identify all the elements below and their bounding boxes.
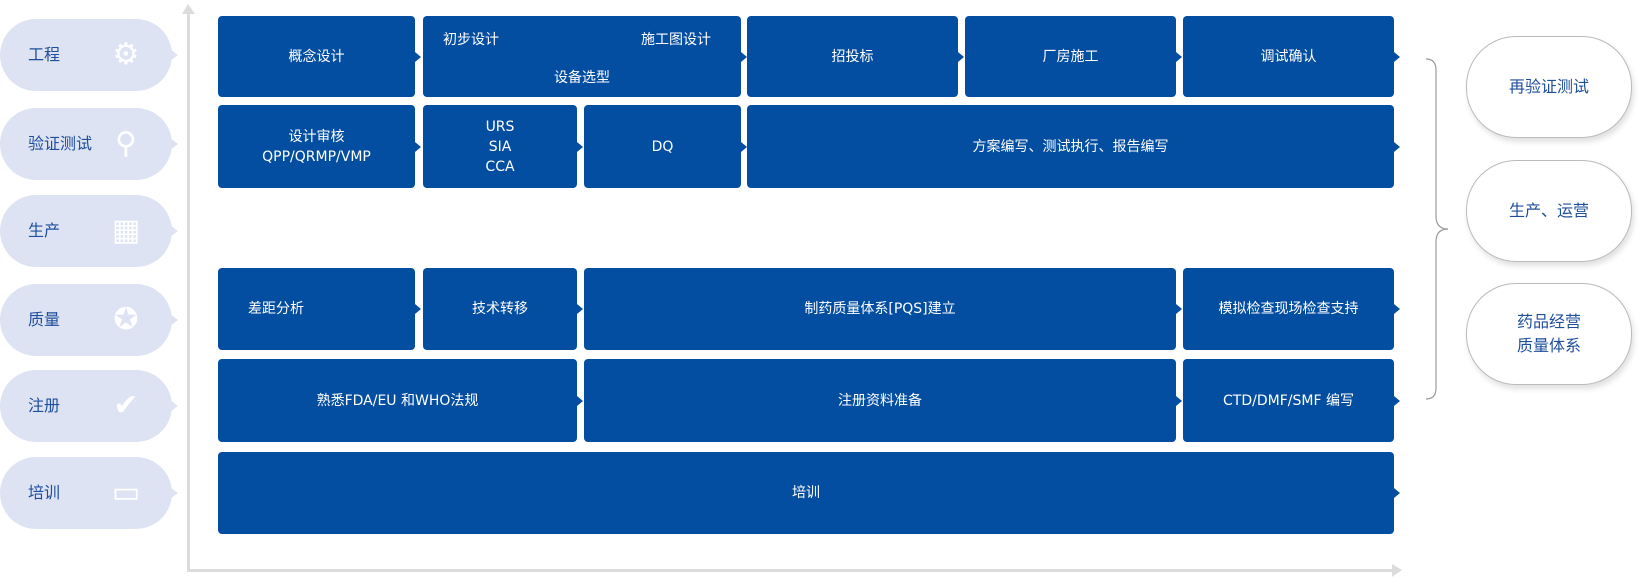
box-commissioning: 调试确认 (1183, 16, 1400, 97)
box-dq: DQ (584, 105, 747, 188)
box-regulations: 熟悉FDA/EU 和WHO法规 (218, 359, 583, 442)
box-gap-analysis: 差距分析 (218, 268, 421, 350)
category-label: 质量 (28, 310, 61, 329)
box-label: 调试确认 (1260, 48, 1317, 65)
box-plant-construction: 厂房施工 (965, 16, 1182, 97)
box-design-review: 设计审核 QPP/QRMP/VMP (218, 105, 421, 188)
box-label: 设备选型 (554, 70, 610, 86)
box-label: CTD/DMF/SMF 编写 (1223, 392, 1354, 409)
category-production: 生产 ▦ (0, 195, 178, 267)
category-engineering: 工程 ⚙ (0, 19, 178, 91)
outcome-operations: 生产、运营 (1466, 160, 1632, 262)
box-label: 技术转移 (472, 301, 528, 317)
box-label: QPP/QRMP/VMP (262, 148, 371, 165)
box-label: 初步设计 (443, 32, 499, 48)
box-label: DQ (651, 138, 674, 155)
box-label: SIA (488, 138, 512, 155)
category-validation: 验证测试 ⚲ (0, 108, 178, 180)
presentation-icon: ▭ (111, 475, 141, 510)
box-label: 差距分析 (248, 301, 304, 317)
box-label: URS (485, 118, 515, 135)
box-training: 培训 (218, 452, 1400, 534)
box-label: 招投标 (831, 48, 874, 65)
outcome-label: 药品经营 (1516, 312, 1581, 331)
box-label: 设计审核 (288, 128, 345, 145)
category-label: 培训 (28, 483, 61, 502)
outcome-qms: 药品经营质量体系 (1466, 283, 1632, 385)
box-label: 培训 (792, 485, 820, 501)
category-quality: 质量 ✪ (0, 284, 178, 356)
box-label: 方案编写、测试执行、报告编写 (972, 138, 1169, 155)
box-pqs: 制药质量体系[PQS]建立 (584, 268, 1182, 350)
outcome-label: 质量体系 (1516, 336, 1581, 355)
outcome-revalidation: 再验证测试 (1466, 36, 1632, 138)
category-label: 验证测试 (28, 134, 93, 153)
award-badge-icon: ✪ (113, 302, 139, 337)
box-label: 模拟检查现场检查支持 (1218, 301, 1359, 317)
box-label: CCA (485, 158, 515, 175)
factory-icon: ▦ (111, 213, 141, 248)
outcome-label: 生产、运营 (1508, 201, 1589, 220)
category-label: 生产 (28, 221, 61, 240)
category-label: 注册 (28, 396, 61, 415)
box-urs-sia-cca: URS SIA CCA (423, 105, 583, 188)
category-training: 培训 ▭ (0, 457, 178, 529)
vertical-axis (182, 4, 195, 572)
magnifier-icon: ⚲ (115, 126, 137, 161)
box-label: 施工图设计 (641, 32, 711, 48)
box-concept-design: 概念设计 (218, 16, 421, 97)
box-bidding: 招投标 (747, 16, 964, 97)
box-label: 概念设计 (288, 48, 345, 65)
box-label: 注册资料准备 (838, 392, 922, 409)
box-mock-inspection: 模拟检查现场检查支持 (1183, 268, 1400, 350)
category-label: 工程 (28, 45, 61, 64)
box-tech-transfer: 技术转移 (423, 268, 583, 350)
curly-brace (1425, 58, 1449, 400)
gear-wrench-icon: ⚙ (112, 37, 140, 72)
box-label: 厂房施工 (1042, 48, 1099, 65)
box-protocol-execution: 方案编写、测试执行、报告编写 (747, 105, 1400, 188)
category-registration: 注册 ✔ (0, 370, 178, 442)
box-label: 制药质量体系[PQS]建立 (804, 301, 956, 317)
box-label: 熟悉FDA/EU 和WHO法规 (316, 392, 479, 409)
box-design-equipment: 初步设计 施工图设计 设备选型 (423, 16, 747, 97)
check-circle-icon: ✔ (113, 388, 139, 423)
horizontal-axis (187, 564, 1402, 577)
outcome-label: 再验证测试 (1508, 77, 1589, 96)
box-ctd-writing: CTD/DMF/SMF 编写 (1183, 359, 1400, 442)
box-registration-prep: 注册资料准备 (584, 359, 1182, 442)
